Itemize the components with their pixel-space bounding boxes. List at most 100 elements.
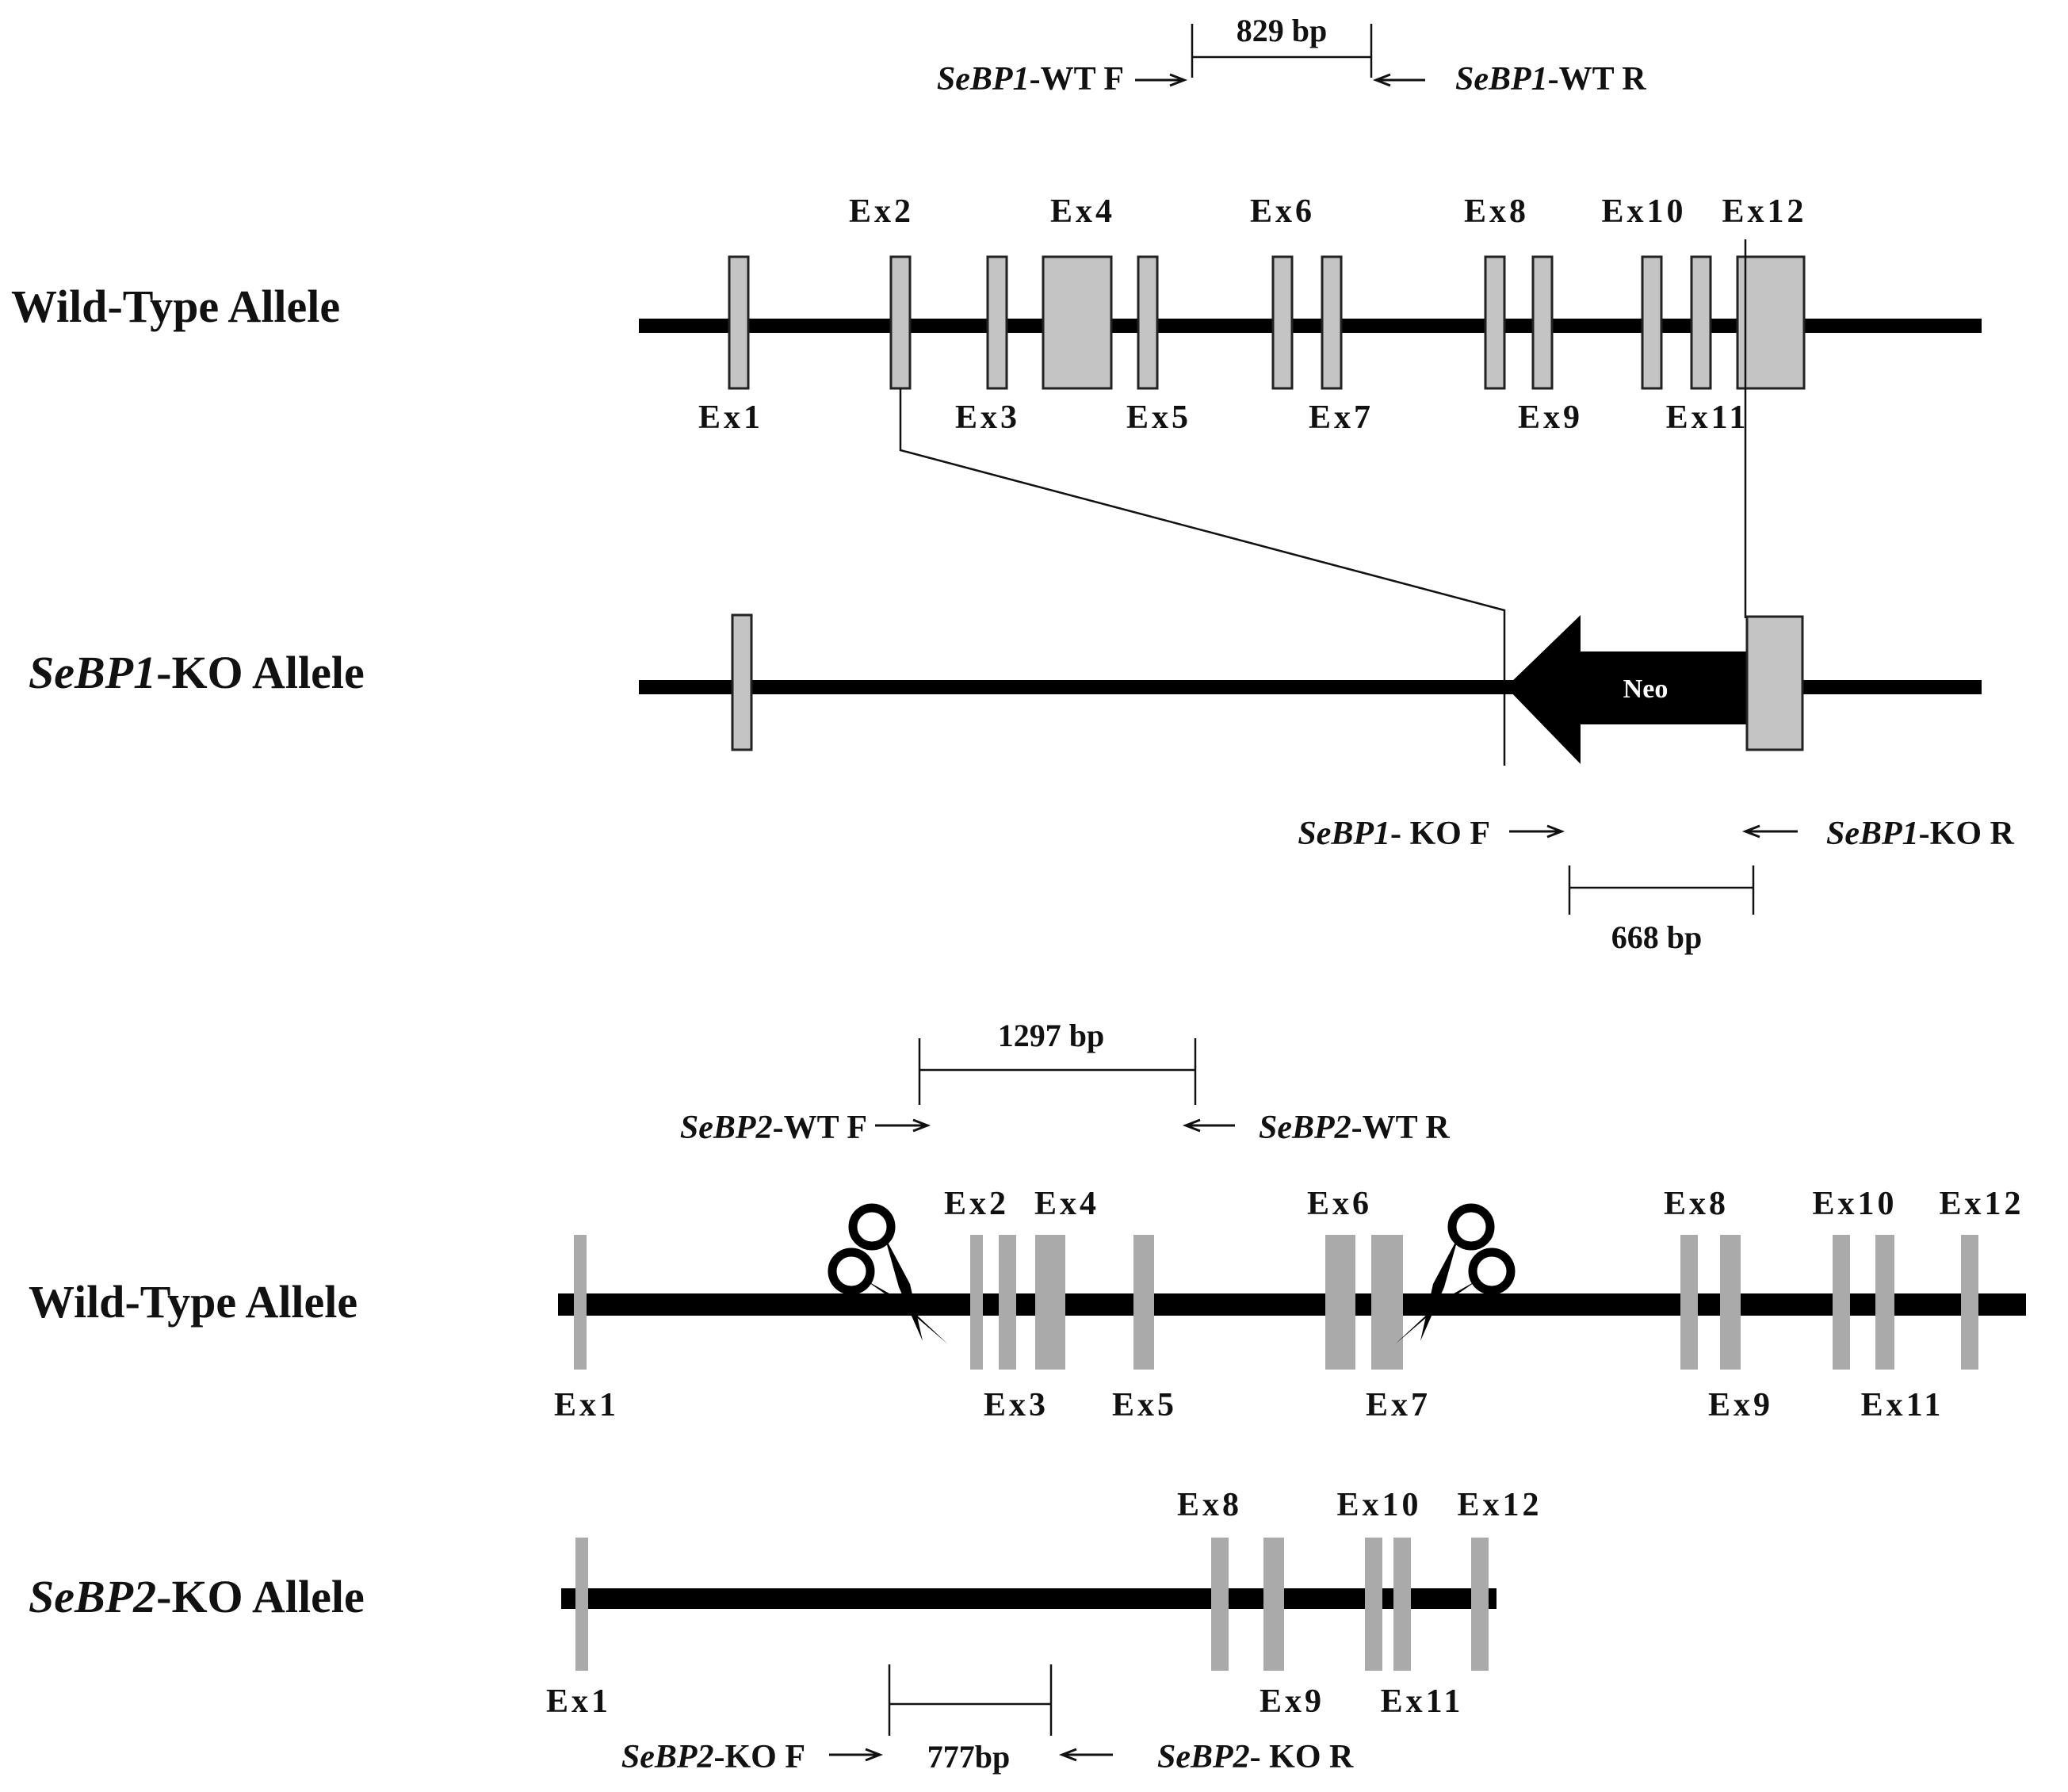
sebp2-wt-exon-label-9: Ex9 xyxy=(1708,1387,1773,1423)
sebp1-wt-exon-label-8: Ex8 xyxy=(1464,193,1529,230)
sebp2-ko-exon-1 xyxy=(575,1538,588,1671)
sebp1-wt-allele-label: Wild-Type Allele xyxy=(11,281,340,332)
sebp2-wt-allele-label: Wild-Type Allele xyxy=(29,1276,357,1328)
sebp2-ko-exon-label-11: Ex11 xyxy=(1381,1683,1464,1720)
sebp2-ko-exon-label-1: Ex1 xyxy=(546,1683,611,1720)
sebp2-ko-exon-12 xyxy=(1471,1538,1489,1671)
sebp2-ko-product-bracket xyxy=(888,1664,1053,1736)
sebp2-wt-exon-label-4: Ex4 xyxy=(1034,1186,1099,1222)
sebp2-ko-allele-label: SeBP2-KO Allele xyxy=(29,1571,365,1622)
sebp1-wt-exon-label-7: Ex7 xyxy=(1309,399,1374,436)
sebp2-wt-exon-5 xyxy=(1133,1235,1154,1370)
sebp2-wt-primer-group: 1297 bp SeBP2-WT F SeBP2-WT R xyxy=(680,1018,1450,1146)
sebp2-ko-product-size: 777bp xyxy=(927,1739,1011,1775)
sebp2-wt-exon-label-8: Ex8 xyxy=(1664,1186,1729,1222)
sebp2-wt-exon-label-3: Ex3 xyxy=(984,1387,1049,1423)
sebp2-wt-exon-3 xyxy=(999,1235,1016,1370)
scissors-icon xyxy=(832,1208,948,1344)
sebp1-wt-exon-label-2: Ex2 xyxy=(849,193,914,230)
sebp2-wt-product-size: 1297 bp xyxy=(998,1018,1105,1053)
neo-cassette-arrow xyxy=(1506,615,1747,764)
sebp1-ko-reverse-arrow xyxy=(1741,824,1798,839)
sebp1-wt-reverse-arrow xyxy=(1372,73,1425,87)
sebp2-wt-exon-label-12: Ex12 xyxy=(1939,1186,2024,1222)
sebp1-wt-allele: Ex1 Ex2 Ex3 Ex4 Ex5 Ex6 Ex7 Ex8 Ex9 Ex10… xyxy=(639,193,1982,436)
sebp2-wt-exon-11 xyxy=(1875,1235,1894,1370)
sebp2-ko-exon-11 xyxy=(1393,1538,1411,1671)
sebp1-wt-exon-1 xyxy=(728,255,750,390)
sebp1-wt-exon-label-6: Ex6 xyxy=(1250,193,1315,230)
sebp2-ko-exon-label-8: Ex8 xyxy=(1177,1487,1242,1523)
sebp2-wt-exon-8 xyxy=(1680,1235,1698,1370)
sebp1-wt-exon-2 xyxy=(889,255,912,390)
sebp2-wt-forward-arrow xyxy=(875,1118,931,1133)
sebp1-wt-exon-5 xyxy=(1137,255,1159,390)
sebp2-ko-exon-label-9: Ex9 xyxy=(1260,1683,1325,1720)
sebp2-ko-exon-label-12: Ex12 xyxy=(1457,1487,1542,1523)
sebp2-wt-reverse-primer-label: SeBP2-WT R xyxy=(1259,1110,1450,1146)
sebp2-wt-exon-label-7: Ex7 xyxy=(1366,1387,1431,1423)
sebp1-wt-exon-10 xyxy=(1641,255,1663,390)
sebp1-ko-reverse-primer-label: SeBP1-KO R xyxy=(1826,816,2014,852)
sebp2-wt-exon-2 xyxy=(970,1235,983,1370)
sebp2-wt-exon-label-2: Ex2 xyxy=(944,1186,1009,1222)
sebp1-wt-product-bracket xyxy=(1191,24,1373,78)
sebp2-ko-backbone xyxy=(561,1588,1497,1609)
sebp1-wt-exon-7 xyxy=(1321,255,1343,390)
sebp1-ko-exon-1 xyxy=(731,613,753,751)
sebp2-wt-exon-10 xyxy=(1833,1235,1850,1370)
sebp2-wt-forward-primer-label: SeBP2-WT F xyxy=(680,1110,867,1146)
sebp2-wt-exon-label-1: Ex1 xyxy=(554,1387,619,1423)
sebp2-wt-exon-12 xyxy=(1961,1235,1978,1370)
sebp1-wt-exon-label-9: Ex9 xyxy=(1518,399,1583,436)
sebp1-wt-exon-label-10: Ex10 xyxy=(1601,193,1686,230)
sebp2-ko-reverse-primer-label: SeBP2- KO R xyxy=(1157,1739,1354,1775)
sebp2-wt-exon-4 xyxy=(1035,1235,1065,1370)
sebp1-wt-exon-6 xyxy=(1271,255,1294,390)
sebp1-wt-exon-9 xyxy=(1531,255,1554,390)
sebp2-ko-exon-8 xyxy=(1211,1538,1229,1671)
sebp2-wt-exon-6 xyxy=(1325,1235,1355,1370)
sebp1-wt-exon-label-11: Ex11 xyxy=(1666,399,1749,436)
sebp1-wt-exon-4 xyxy=(1042,255,1113,390)
sebp2-wt-exon-7 xyxy=(1371,1235,1403,1370)
sebp1-wt-exon-label-3: Ex3 xyxy=(955,399,1020,436)
sebp2-ko-forward-arrow xyxy=(829,1748,884,1762)
sebp1-ko-allele: Neo xyxy=(639,613,1982,764)
sebp1-ko-primer-group: SeBP1- KO F SeBP1-KO R 668 bp xyxy=(1298,816,2014,955)
sebp1-ko-exon-12 xyxy=(1745,615,1804,751)
sebp2-wt-allele: Ex1 Ex2 Ex3 Ex4 Ex5 Ex6 Ex7 Ex8 Ex9 Ex10… xyxy=(554,1186,2026,1423)
sebp2-ko-reverse-arrow xyxy=(1058,1748,1113,1762)
sebp2-ko-exon-10 xyxy=(1365,1538,1382,1671)
sebp1-wt-exon-11 xyxy=(1690,255,1712,390)
sebp2-ko-exon-label-10: Ex10 xyxy=(1336,1487,1421,1523)
neo-cassette-label: Neo xyxy=(1623,674,1669,704)
sebp1-wt-reverse-primer-label: SeBP1-WT R xyxy=(1455,61,1646,97)
sebp2-wt-exon-label-5: Ex5 xyxy=(1112,1387,1177,1423)
sebp1-wt-exon-3 xyxy=(986,255,1008,390)
sebp1-ko-allele-label: SeBP1-KO Allele xyxy=(29,647,365,698)
sebp1-ko-product-bracket xyxy=(1568,865,1755,915)
sebp2-wt-exon-label-6: Ex6 xyxy=(1307,1186,1372,1222)
sebp1-wt-exon-8 xyxy=(1484,255,1506,390)
sebp1-wt-exon-label-4: Ex4 xyxy=(1050,193,1115,230)
sebp1-wt-forward-primer-label: SeBP1-WT F xyxy=(937,61,1124,97)
sebp2-wt-backbone xyxy=(558,1293,2026,1316)
sebp1-wt-exon-label-5: Ex5 xyxy=(1126,399,1191,436)
sebp1-wt-exon-label-1: Ex1 xyxy=(698,399,763,436)
sebp2-ko-forward-primer-label: SeBP2-KO F xyxy=(621,1739,805,1775)
sebp1-wt-product-size: 829 bp xyxy=(1237,13,1328,48)
sebp1-wt-primer-group: SeBP1-WT F SeBP1-WT R 829 bp xyxy=(937,13,1646,97)
sebp1-wt-forward-arrow xyxy=(1135,73,1188,87)
sebp2-wt-exon-9 xyxy=(1720,1235,1741,1370)
sebp2-wt-exon-1 xyxy=(574,1235,587,1370)
sebp1-ko-forward-arrow xyxy=(1509,824,1565,839)
sebp1-wt-exon-label-12: Ex12 xyxy=(1722,193,1806,230)
sebp2-wt-exon-label-10: Ex10 xyxy=(1812,1186,1897,1222)
sebp2-wt-reverse-arrow xyxy=(1182,1118,1235,1133)
scissors-icon xyxy=(1395,1208,1511,1344)
sebp2-wt-exon-label-11: Ex11 xyxy=(1861,1387,1944,1423)
sebp1-ko-product-size: 668 bp xyxy=(1611,919,1703,955)
